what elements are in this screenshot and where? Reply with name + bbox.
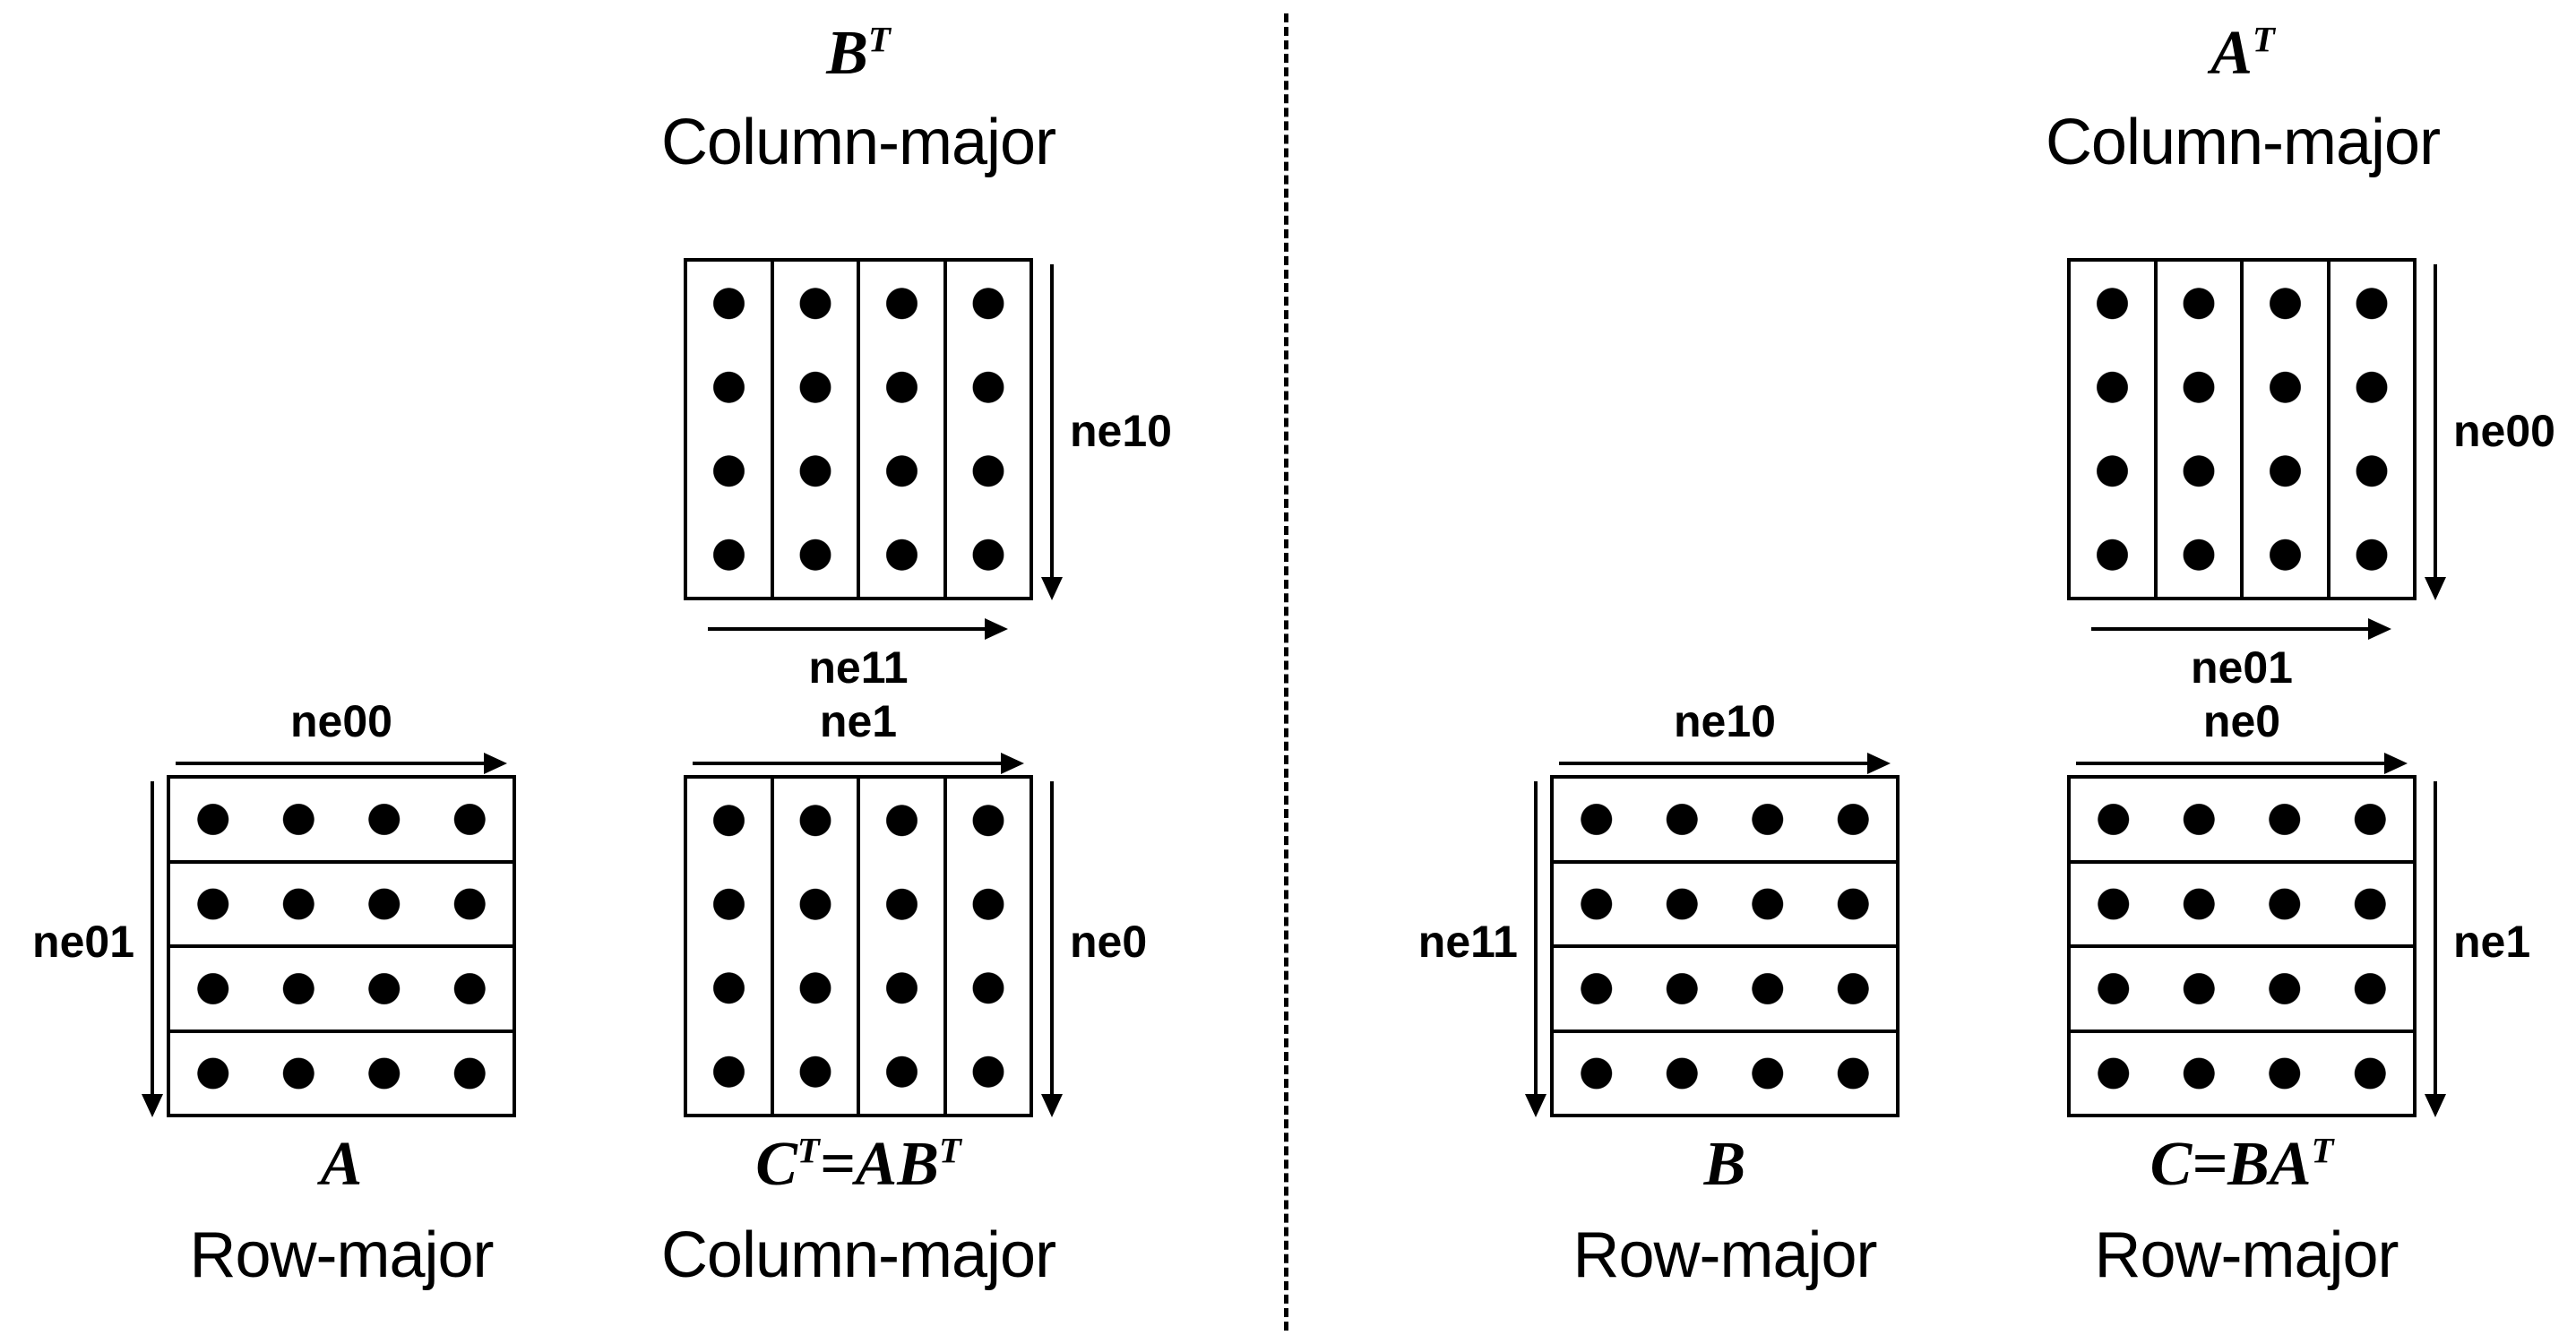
- matrix-cell: [1554, 863, 1896, 948]
- matrix-cell: [773, 262, 860, 597]
- ct-down-arrow: [1041, 781, 1063, 1117]
- matrix-cell: [2071, 948, 2413, 1033]
- bt-right-dim-label: ne10: [1070, 406, 1172, 456]
- matrix-cell: [170, 1032, 513, 1114]
- a-matrix-box: [167, 775, 516, 1117]
- a-title-math: A: [320, 1130, 363, 1199]
- bt-down-arrow: [1041, 264, 1063, 600]
- at-matrix-box: [2067, 258, 2417, 600]
- matrix-cell: [1554, 948, 1896, 1033]
- at-right-dim-label: ne00: [2453, 406, 2555, 456]
- ct-title-layout: Column-major: [660, 1219, 1056, 1291]
- a-right-arrow: [176, 753, 507, 774]
- c-down-arrow: [2425, 781, 2446, 1117]
- matrix-cell: [773, 779, 860, 1114]
- matrix-cell: [170, 863, 513, 948]
- b-matrix-box: [1550, 775, 1900, 1117]
- at-right-arrow: [2091, 618, 2391, 640]
- ct-title-math: CT=ABT: [755, 1130, 961, 1199]
- c-right-dim-label: ne1: [2453, 917, 2531, 967]
- bt-title-math: BT: [826, 19, 891, 88]
- matrix-cell: [860, 779, 947, 1114]
- b-title-math: B: [1703, 1130, 1746, 1199]
- c-top-dim-label: ne0: [2202, 696, 2281, 746]
- bt-matrix-box: [684, 258, 1033, 600]
- a-down-arrow: [142, 781, 163, 1117]
- bt-title-layout: Column-major: [660, 107, 1056, 178]
- a-title-layout: Row-major: [189, 1219, 494, 1291]
- matrix-cell: [170, 948, 513, 1033]
- matrix-cell: [2071, 863, 2413, 948]
- c-title-layout: Row-major: [2094, 1219, 2399, 1291]
- panel-divider: [1284, 13, 1288, 1331]
- ct-right-dim-label: ne0: [1070, 917, 1148, 967]
- at-title-math: AT: [2210, 19, 2275, 88]
- matrix-cell: [2071, 779, 2413, 864]
- b-title-layout: Row-major: [1572, 1219, 1877, 1291]
- bt-right-arrow: [708, 618, 1008, 640]
- a-top-dim-label: ne00: [290, 696, 392, 746]
- bt-bottom-dim-label: ne11: [808, 642, 909, 693]
- b-left-dim-label: ne11: [1417, 917, 1518, 967]
- matrix-cell: [687, 262, 774, 597]
- ct-top-dim-label: ne1: [819, 696, 898, 746]
- matrix-cell: [170, 779, 513, 864]
- matrix-cell: [2244, 262, 2330, 597]
- matrix-cell: [2071, 262, 2158, 597]
- at-title-layout: Column-major: [2045, 107, 2441, 178]
- matrix-cell: [687, 779, 774, 1114]
- c-matrix-box: [2067, 775, 2417, 1117]
- matrix-cell: [2157, 262, 2244, 597]
- matrix-cell: [1554, 1032, 1896, 1114]
- a-left-dim-label: ne01: [32, 917, 134, 967]
- ct-matrix-box: [684, 775, 1033, 1117]
- matrix-cell: [946, 262, 1030, 597]
- c-right-arrow: [2076, 753, 2408, 774]
- b-down-arrow: [1525, 781, 1546, 1117]
- b-top-dim-label: ne10: [1674, 696, 1776, 746]
- b-right-arrow: [1559, 753, 1891, 774]
- c-title-math: C=BAT: [2150, 1130, 2334, 1199]
- at-bottom-dim-label: ne01: [2191, 642, 2293, 693]
- at-down-arrow: [2425, 264, 2446, 600]
- matrix-cell: [2071, 1032, 2413, 1114]
- matrix-cell: [946, 779, 1030, 1114]
- ct-right-arrow: [693, 753, 1024, 774]
- matrix-cell: [860, 262, 947, 597]
- matrix-cell: [2330, 262, 2413, 597]
- matrix-cell: [1554, 779, 1896, 864]
